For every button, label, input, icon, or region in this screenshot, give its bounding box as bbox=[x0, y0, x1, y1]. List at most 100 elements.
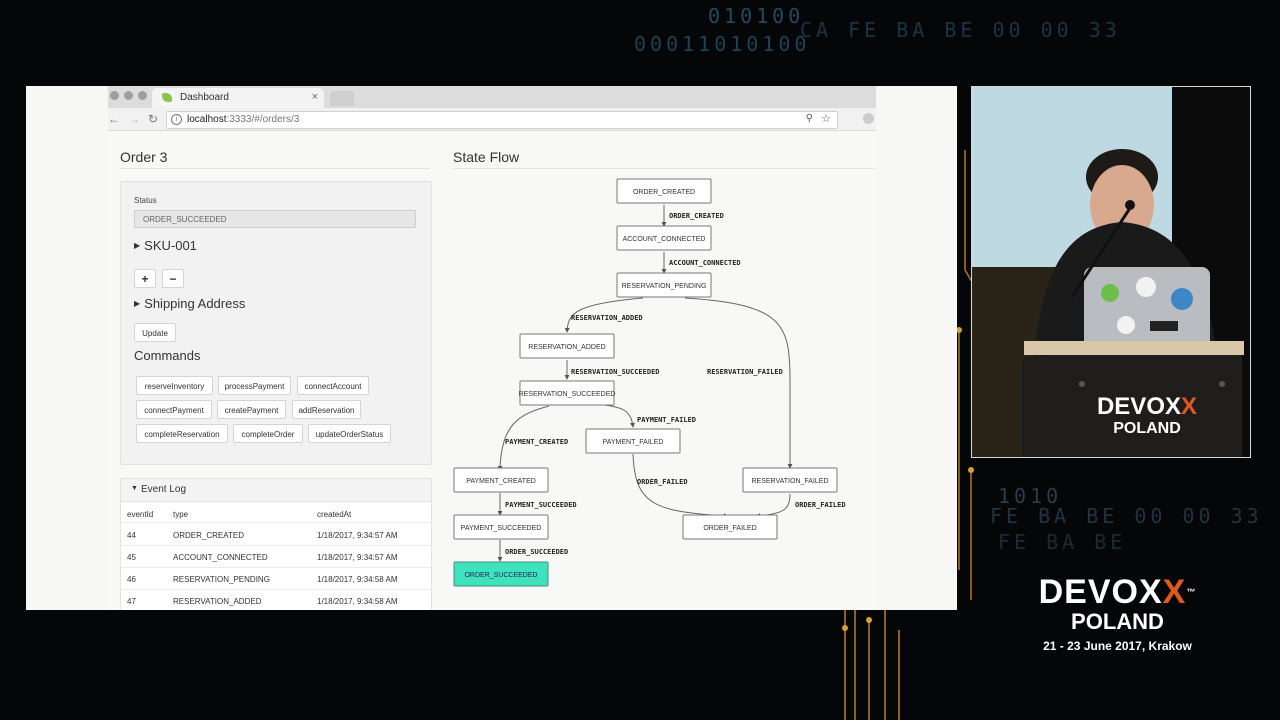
edge-reservation-failed bbox=[684, 297, 793, 469]
podium-logo: DEVOXX POLAND bbox=[1096, 393, 1198, 438]
edge-label: ORDER_FAILED bbox=[795, 501, 846, 509]
command-button-complete-reservation[interactable]: completeReservation bbox=[136, 424, 228, 443]
column-header: type bbox=[173, 510, 189, 519]
edge-reservation-added bbox=[564, 297, 644, 333]
caret-down-icon: ▼ bbox=[131, 485, 138, 492]
close-icon[interactable]: × bbox=[311, 91, 318, 103]
column-header: createdAt bbox=[317, 510, 352, 519]
tab-bar: Dashboard × bbox=[108, 86, 876, 109]
tab-dashboard[interactable]: Dashboard × bbox=[152, 88, 324, 108]
back-icon[interactable]: ← bbox=[108, 112, 120, 126]
speaker-camera-feed: DEVOXX POLAND bbox=[971, 86, 1251, 458]
state-node-payment-succeeded: PAYMENT_SUCCEEDED bbox=[453, 514, 549, 540]
sku-toggle[interactable]: ▶SKU-001 bbox=[134, 238, 197, 253]
search-icon[interactable]: ⚲ bbox=[805, 113, 813, 124]
edge-label: PAYMENT_CREATED bbox=[505, 438, 568, 446]
svg-text:ORDER_FAILED: ORDER_FAILED bbox=[703, 525, 756, 532]
presentation-slide: Dashboard × ← → ↻ i localhost:3333/#/ord… bbox=[26, 86, 957, 610]
state-node-reservation-added: RESERVATION_ADDED bbox=[519, 333, 615, 359]
command-button-process-payment[interactable]: processPayment bbox=[218, 376, 291, 395]
update-button[interactable]: Update bbox=[134, 323, 176, 342]
svg-text:RESERVATION_PENDING: RESERVATION_PENDING bbox=[622, 283, 707, 290]
window-minimize-dot[interactable] bbox=[124, 91, 133, 100]
shipping-address-toggle[interactable]: ▶Shipping Address bbox=[134, 296, 245, 311]
state-node-payment-failed: PAYMENT_FAILED bbox=[585, 428, 681, 454]
caret-right-icon: ▶ bbox=[134, 299, 141, 308]
svg-text:RESERVATION_SUCCEEDED: RESERVATION_SUCCEEDED bbox=[519, 391, 616, 398]
bg-hex-right-1: 1010 bbox=[998, 484, 1063, 508]
conference-country: POLAND bbox=[1071, 609, 1164, 634]
url-input[interactable]: i localhost:3333/#/orders/3 ⚲ ☆ bbox=[166, 111, 838, 129]
event-created: 1/18/2017, 9:34:58 AM bbox=[317, 575, 398, 584]
command-button-connect-payment[interactable]: connectPayment bbox=[136, 400, 212, 419]
bg-hex-top-3: CA FE BA BE 00 00 33 bbox=[800, 18, 1121, 42]
svg-text:ORDER_SUCCEEDED: ORDER_SUCCEEDED bbox=[464, 572, 537, 579]
event-type: ACCOUNT_CONNECTED bbox=[173, 553, 268, 562]
reload-icon[interactable]: ↻ bbox=[148, 112, 159, 126]
leaf-icon bbox=[162, 93, 172, 102]
new-tab-button[interactable] bbox=[330, 91, 354, 106]
svg-text:ACCOUNT_CONNECTED: ACCOUNT_CONNECTED bbox=[623, 236, 706, 243]
event-type: ORDER_CREATED bbox=[173, 531, 244, 540]
event-created: 1/18/2017, 9:34:57 AM bbox=[317, 553, 398, 562]
svg-text:PAYMENT_CREATED: PAYMENT_CREATED bbox=[466, 478, 536, 485]
command-button-connect-account[interactable]: connectAccount bbox=[297, 376, 369, 395]
event-id: 44 bbox=[127, 531, 136, 540]
edge-label: ACCOUNT_CONNECTED bbox=[669, 259, 741, 267]
order-panel: Status ORDER_SUCCEEDED ▶SKU-001 + − ▶Shi… bbox=[120, 181, 432, 465]
bookmark-star-icon[interactable]: ☆ bbox=[821, 113, 831, 125]
state-node-order-succeeded-active: ORDER_SUCCEEDED bbox=[453, 561, 549, 587]
event-id: 46 bbox=[127, 575, 136, 584]
order-title: Order 3 bbox=[120, 149, 168, 165]
divider-right bbox=[453, 168, 875, 169]
tab-title: Dashboard bbox=[180, 92, 229, 103]
state-node-reservation-failed: RESERVATION_FAILED bbox=[742, 467, 838, 493]
status-label: Status bbox=[134, 196, 157, 205]
window-close-dot[interactable] bbox=[110, 91, 119, 100]
edge-label: ORDER_CREATED bbox=[669, 212, 724, 220]
event-type: RESERVATION_ADDED bbox=[173, 597, 262, 606]
event-created: 1/18/2017, 9:34:57 AM bbox=[317, 531, 398, 540]
row-divider bbox=[121, 522, 431, 523]
state-node-order-failed: ORDER_FAILED bbox=[682, 514, 778, 540]
command-button-add-reservation[interactable]: addReservation bbox=[292, 400, 361, 419]
command-button-complete-order[interactable]: completeOrder bbox=[233, 424, 303, 443]
state-node-payment-created: PAYMENT_CREATED bbox=[453, 467, 549, 493]
speaker-figure bbox=[1022, 149, 1244, 457]
command-button-reserve-inventory[interactable]: reserveInventory bbox=[136, 376, 213, 395]
event-id: 45 bbox=[127, 553, 136, 562]
circuit-traces-decoration-bottom bbox=[842, 610, 900, 720]
edge-payment-failed bbox=[592, 403, 635, 428]
svg-text:RESERVATION_FAILED: RESERVATION_FAILED bbox=[751, 478, 828, 485]
svg-text:PAYMENT_FAILED: PAYMENT_FAILED bbox=[603, 439, 664, 446]
event-created: 1/18/2017, 9:34:58 AM bbox=[317, 597, 398, 606]
decrement-button[interactable]: − bbox=[162, 269, 184, 288]
increment-button[interactable]: + bbox=[134, 269, 156, 288]
edge-label: ORDER_SUCCEEDED bbox=[505, 548, 568, 556]
edge-order-failed-right bbox=[755, 493, 791, 519]
event-id: 47 bbox=[127, 597, 136, 606]
svg-text:RESERVATION_ADDED: RESERVATION_ADDED bbox=[528, 344, 605, 351]
forward-icon[interactable]: → bbox=[128, 112, 140, 126]
event-log-panel: ▼ Event Log eventId type createdAt 44 OR… bbox=[120, 478, 432, 610]
window-zoom-dot[interactable] bbox=[138, 91, 147, 100]
extension-icon[interactable] bbox=[863, 113, 874, 124]
edge-label: RESERVATION_ADDED bbox=[571, 314, 643, 322]
column-header: eventId bbox=[127, 510, 154, 519]
event-log-toggle[interactable]: ▼ Event Log bbox=[121, 479, 431, 502]
sku-label: SKU-001 bbox=[144, 238, 197, 253]
bg-hex-top-2: 00011010100 bbox=[634, 32, 811, 56]
state-flow-diagram: ORDER_CREATED ACCOUNT_CONNECTED RESERVAT… bbox=[453, 178, 846, 587]
state-flow-title: State Flow bbox=[453, 149, 520, 165]
command-button-update-order-status[interactable]: updateOrderStatus bbox=[308, 424, 391, 443]
bg-hex-right-3: FE BA BE bbox=[998, 530, 1127, 554]
info-icon[interactable]: i bbox=[171, 114, 182, 125]
browser-window: Dashboard × ← → ↻ i localhost:3333/#/ord… bbox=[108, 86, 876, 610]
caret-right-icon: ▶ bbox=[134, 241, 141, 250]
state-node-reservation-pending: RESERVATION_PENDING bbox=[616, 272, 712, 298]
shipping-label: Shipping Address bbox=[144, 296, 246, 311]
command-button-create-payment[interactable]: createPayment bbox=[217, 400, 286, 419]
row-divider bbox=[121, 545, 431, 546]
bg-hex-right-2: FE BA BE 00 00 33 bbox=[990, 504, 1263, 528]
svg-text:PAYMENT_SUCCEEDED: PAYMENT_SUCCEEDED bbox=[461, 525, 542, 532]
